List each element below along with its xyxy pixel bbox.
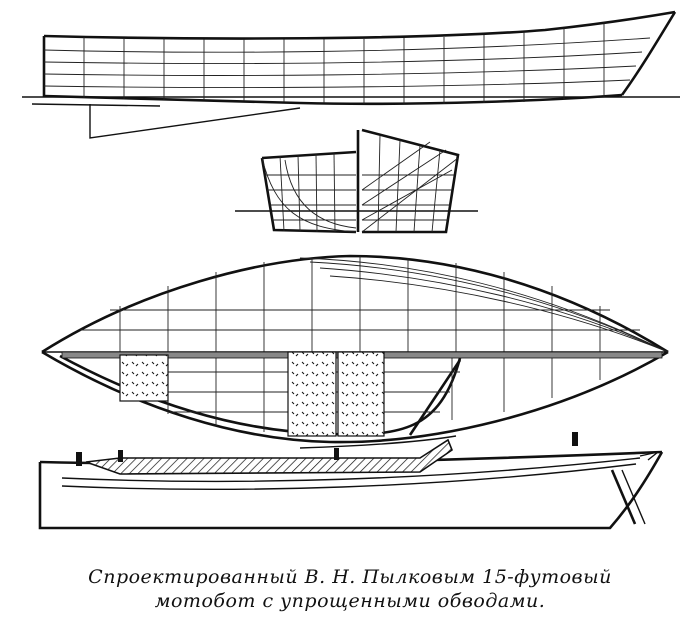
body-plan-view [235, 128, 478, 234]
bow-cleat [572, 432, 578, 446]
stem-line [620, 11, 677, 96]
midship-seat-right [337, 351, 385, 437]
aft-cleat [118, 450, 123, 462]
buttock-lines [43, 37, 651, 89]
aft-sections-grid [261, 152, 357, 233]
half-breadth-grid [80, 256, 669, 353]
profile-view [22, 10, 680, 139]
side-view [38, 432, 664, 530]
bow-arrow [639, 451, 659, 461]
side-deck-hatch [85, 438, 453, 475]
rudder-line [31, 103, 161, 107]
side-rubrail-line-2 [61, 463, 637, 491]
side-coaming-line [299, 435, 457, 449]
fwd-sections-grid [361, 134, 459, 233]
aft-seat [119, 354, 169, 402]
caption-line-2: мотобот с упрощенными обводами. [154, 590, 546, 612]
keel-line [43, 93, 623, 106]
mid-cleat [334, 448, 339, 460]
fwd-sections-outline [361, 128, 460, 234]
stem-bar-2 [621, 469, 646, 525]
midship-seat-left [287, 351, 337, 437]
side-hull-outline [38, 451, 664, 530]
aft-sections-outline [260, 150, 357, 234]
sheer-line [43, 10, 676, 40]
half-breadth-view [41, 254, 669, 444]
bulkhead-diagonal [408, 359, 462, 436]
station-lines [83, 22, 605, 104]
stern-cleat [76, 452, 82, 466]
skeg-line [89, 104, 301, 139]
deck-outline-upper [41, 254, 669, 354]
caption-line-1: Спроектированный В. Н. Пылковым 15-футов… [88, 566, 612, 588]
boat-lines-drawing [22, 10, 680, 530]
side-rubrail-line [61, 457, 641, 483]
stem-bar [610, 469, 637, 525]
